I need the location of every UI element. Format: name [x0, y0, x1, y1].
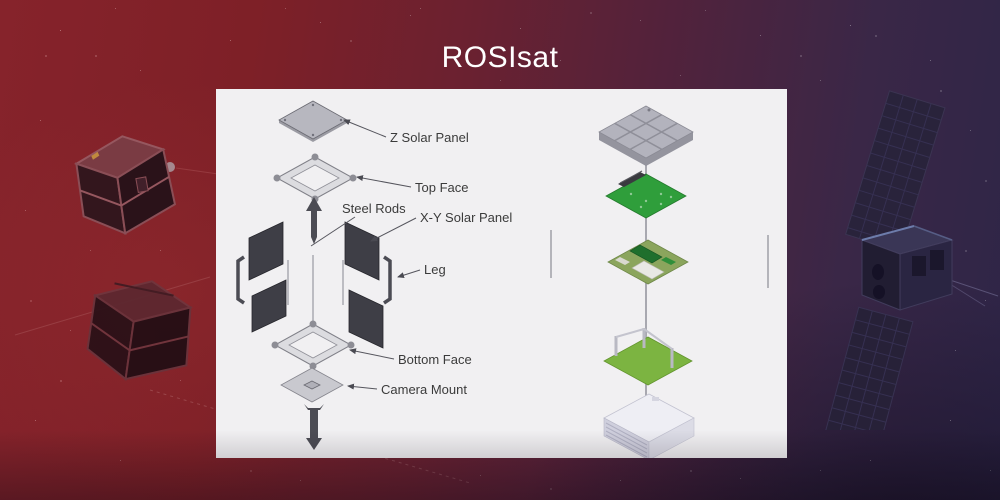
solar-wing-upper	[845, 90, 946, 252]
satellite-body	[860, 225, 954, 311]
page-title: ROSIsat	[441, 41, 559, 74]
leader-xy-solar-panel	[370, 217, 417, 242]
top-face-shape	[273, 153, 357, 203]
leader-bottom-face	[349, 348, 395, 360]
cubesat-left-upper	[74, 135, 177, 235]
render-olive-board	[607, 239, 689, 285]
camera-mount-shape	[280, 367, 344, 403]
steel-rods-shape	[287, 255, 344, 325]
satellite-right	[822, 90, 954, 430]
legs-shape	[236, 255, 392, 305]
leader-z-solar-panel	[343, 119, 387, 138]
render-payload-board	[603, 328, 693, 386]
label-xy-solar-panel: X-Y Solar Panel	[420, 210, 512, 225]
render-solar-panel	[598, 105, 694, 166]
exploded-line-diagram: Z Solar Panel Top Face Steel Rods X-Y So…	[236, 100, 512, 450]
leader-camera-mount	[347, 383, 378, 390]
slide-image-panel: Z Solar Panel Top Face Steel Rods X-Y So…	[216, 89, 787, 458]
leader-leg	[397, 269, 421, 279]
leader-top-face	[356, 175, 412, 188]
render-enclosure-box	[603, 393, 695, 458]
z-solar-panel-shape	[278, 100, 348, 142]
label-bottom-face: Bottom Face	[398, 352, 472, 367]
label-camera-mount: Camera Mount	[381, 382, 467, 397]
leader-steel-rods	[310, 216, 356, 247]
render-green-pcb	[605, 170, 687, 219]
bottom-rod-shape	[304, 404, 324, 450]
bottom-face-shape	[271, 320, 355, 370]
solar-wing-lower	[822, 306, 914, 430]
exploded-render-diagram	[598, 105, 695, 458]
steel-rod-center-shape	[306, 197, 322, 244]
label-steel-rods: Steel Rods	[342, 201, 406, 216]
label-leg: Leg	[424, 262, 446, 277]
label-z-solar-panel: Z Solar Panel	[390, 130, 469, 145]
cubesat-left-lower	[86, 280, 193, 381]
label-top-face: Top Face	[415, 180, 468, 195]
